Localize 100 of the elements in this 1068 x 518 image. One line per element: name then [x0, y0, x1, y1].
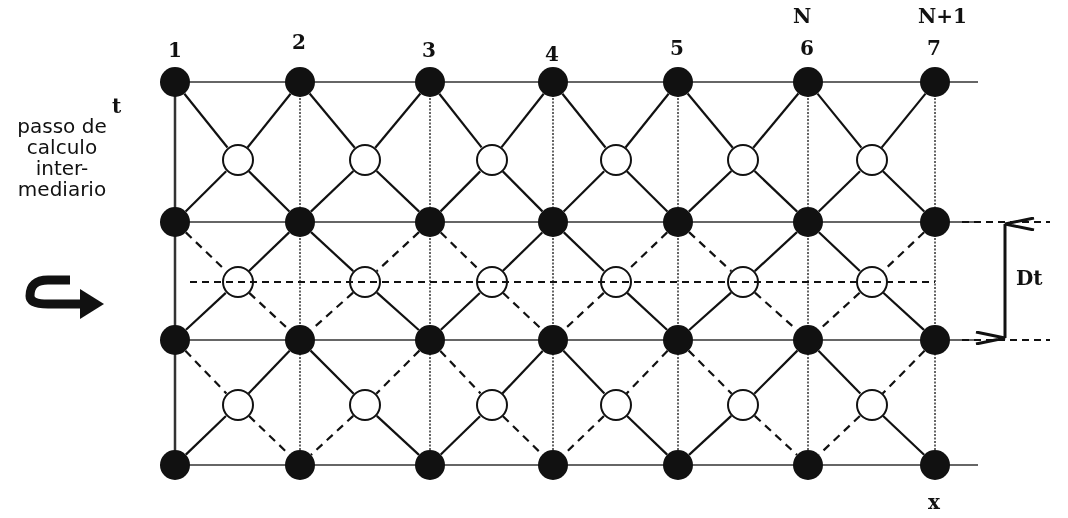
filled-grid-dot [920, 67, 950, 97]
connector-line [376, 291, 420, 331]
connector-line [818, 231, 861, 272]
dashed-connector [625, 350, 669, 395]
connector-line [882, 291, 925, 331]
connector-line [817, 349, 862, 395]
filled-grid-dot [285, 207, 315, 237]
dashed-connector [375, 349, 421, 395]
filled-grid-dot [415, 207, 445, 237]
filled-grid-dot [793, 207, 823, 237]
filled-grid-dot [415, 67, 445, 97]
filled-grid-dot [920, 207, 950, 237]
axis-label: t [112, 96, 122, 117]
dashed-connector [754, 415, 798, 456]
filled-grid-dot [160, 207, 190, 237]
dashed-connector [310, 415, 354, 456]
connector-line [310, 170, 355, 213]
column-number: 1 [168, 40, 182, 61]
connector-line [561, 93, 607, 149]
dashed-connector [184, 350, 228, 395]
open-grid-circle [221, 389, 254, 421]
filled-grid-dot [415, 325, 445, 355]
filled-grid-dot [920, 325, 950, 355]
filled-grid-dot [663, 67, 693, 97]
open-grid-circle [599, 144, 632, 176]
filled-grid-dot [920, 450, 950, 480]
column-number: 7 [927, 38, 941, 59]
connector-line [183, 93, 229, 149]
dimension-label: Dt [1016, 268, 1043, 289]
connector-line [563, 231, 605, 272]
connector-line [438, 93, 483, 149]
filled-grid-dot [538, 207, 568, 237]
connector-line [686, 92, 734, 149]
dashed-connector [687, 349, 733, 395]
open-grid-circle [475, 144, 508, 176]
connector-line [501, 350, 544, 395]
connector-line [502, 231, 544, 272]
open-grid-circle [727, 144, 759, 176]
open-grid-circle [349, 266, 381, 298]
open-grid-circle [221, 144, 254, 176]
connector-line [880, 92, 927, 149]
open-grid-circle [475, 266, 508, 298]
filled-grid-dot [415, 450, 445, 480]
connector-line [308, 92, 356, 149]
connector-line [248, 231, 290, 272]
index-label: N+1 [918, 6, 967, 27]
connector-line [688, 170, 733, 213]
connector-line [562, 170, 605, 213]
dashed-connector [439, 350, 482, 395]
filled-grid-dot [160, 325, 190, 355]
connector-line [500, 93, 545, 149]
connector-line [754, 231, 798, 272]
dashed-connector [881, 349, 926, 395]
connector-line [439, 415, 481, 456]
connector-line [309, 349, 355, 395]
connector-line [376, 415, 420, 456]
connector-line [817, 170, 861, 213]
connector-line [624, 93, 670, 149]
open-grid-circle [475, 389, 508, 421]
dashed-connector [502, 292, 543, 331]
side-note: passo de calculo inter- mediario [16, 116, 108, 200]
connector-line [688, 415, 732, 456]
column-number: 6 [800, 38, 814, 59]
filled-grid-dot [663, 325, 693, 355]
index-label: N [793, 6, 812, 27]
open-grid-circle [727, 389, 759, 421]
connector-line [816, 92, 863, 149]
filled-grid-dot [285, 450, 315, 480]
filled-grid-dot [285, 325, 315, 355]
open-grid-circle [221, 266, 254, 298]
connector-line [688, 291, 732, 331]
connector-line [246, 93, 292, 149]
connector-line [882, 415, 925, 456]
filled-grid-dot [160, 67, 190, 97]
dashed-connector [376, 231, 420, 272]
open-grid-circle [349, 389, 381, 421]
filled-grid-dot [160, 450, 190, 480]
connector-line [310, 231, 354, 272]
column-number: 4 [545, 44, 559, 65]
connector-line [502, 170, 544, 213]
connector-line [753, 349, 799, 395]
connector-line [626, 415, 668, 456]
connector-line [752, 92, 800, 149]
axis-label: x [928, 492, 940, 513]
connector-line [753, 170, 798, 213]
filled-grid-dot [663, 207, 693, 237]
connector-line [562, 350, 606, 395]
connector-line [374, 92, 422, 149]
open-grid-circle [727, 266, 759, 298]
connector-line [439, 170, 481, 213]
open-grid-circle [349, 144, 381, 176]
filled-grid-dot [793, 450, 823, 480]
column-number: 5 [670, 38, 684, 59]
open-grid-circle [599, 389, 632, 421]
filled-grid-dot [538, 325, 568, 355]
filled-grid-dot [538, 450, 568, 480]
open-grid-circle [599, 266, 632, 298]
connector-line [626, 170, 669, 213]
open-grid-circle [855, 266, 888, 298]
connector-line [185, 292, 227, 331]
